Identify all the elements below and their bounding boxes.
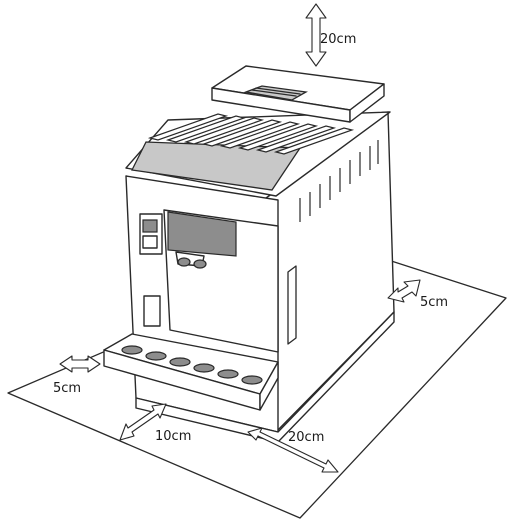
right-front-clearance-arrow bbox=[247, 427, 339, 473]
top-vents bbox=[147, 113, 355, 155]
left-clearance-label: 5cm bbox=[53, 381, 81, 396]
right-clearance-label: 5cm bbox=[420, 295, 448, 310]
right-clearance-arrow bbox=[387, 279, 421, 303]
front-clearance-label: 10cm bbox=[155, 429, 191, 444]
coffee-machine bbox=[103, 65, 395, 443]
top-clearance-label: 20cm bbox=[320, 32, 356, 47]
top-clearance-arrow bbox=[305, 3, 327, 67]
left-clearance-arrow bbox=[59, 355, 101, 373]
drip-tray-slots bbox=[121, 345, 263, 385]
front-clearance-arrow bbox=[119, 403, 167, 441]
side-vents bbox=[299, 140, 379, 222]
right-front-clearance-label: 20cm bbox=[288, 430, 324, 445]
